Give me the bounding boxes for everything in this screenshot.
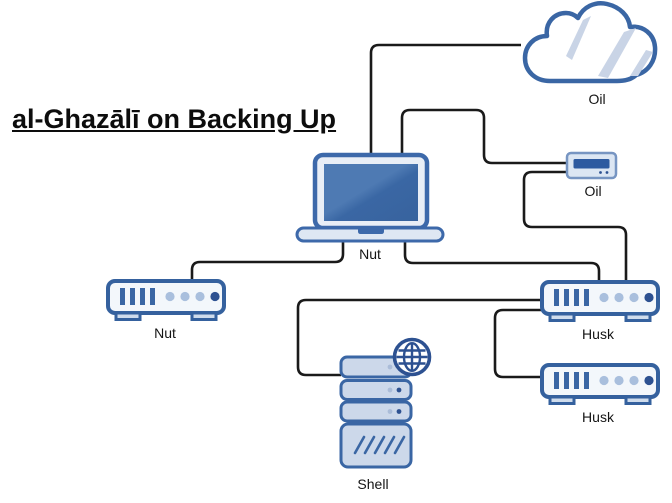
edge-laptop-cloud [369,43,521,155]
globe-icon [392,337,432,377]
router-left-label: Nut [154,325,176,341]
edge-laptop-modem [400,108,567,165]
edge-laptop-router-left [190,241,345,281]
modem-icon [565,151,618,180]
husk-top-icon [540,280,660,323]
husk-bottom-icon [540,363,660,406]
cloud-icon [522,1,658,84]
page-title: al-Ghazālī on Backing Up [12,104,337,134]
husk-bottom-label: Husk [582,409,614,425]
edge-modem-husk-top [522,170,628,282]
laptop-icon [295,152,445,243]
server-icon [339,337,432,469]
edge-laptop-husk-top [403,241,601,282]
edge-husk-top-husk-bottom [493,308,541,379]
router-left-icon [106,279,226,322]
laptop-label: Nut [359,246,381,262]
husk-top-label: Husk [582,326,614,342]
edge-husk-top-server [296,298,541,377]
cloud-label: Oil [588,91,606,107]
modem-label: Oil [584,183,602,199]
server-label: Shell [357,476,389,492]
